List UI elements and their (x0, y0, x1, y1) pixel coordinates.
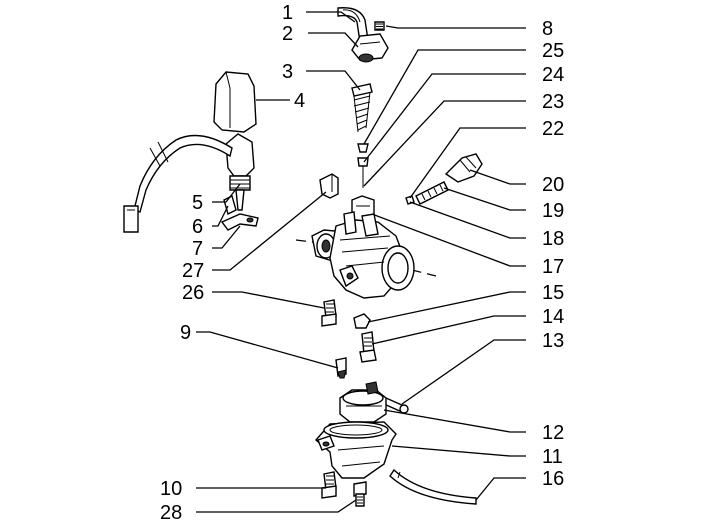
part-choke-cap-4 (213, 71, 257, 133)
callout-3: 3 (282, 61, 293, 83)
callout-28: 28 (160, 502, 182, 524)
leader-7 (212, 225, 241, 249)
part-pin-13 (383, 397, 409, 414)
leader-18 (409, 201, 526, 239)
callout-5: 5 (192, 192, 203, 214)
callout-27: 27 (182, 260, 204, 282)
part-spring-3 (351, 83, 373, 133)
callout-1: 1 (282, 2, 293, 24)
callout-15: 15 (542, 282, 564, 304)
part-choke-body-5 (225, 133, 255, 211)
callout-26: 26 (182, 282, 204, 304)
part-fitting-27 (319, 173, 339, 199)
callout-4: 4 (294, 90, 305, 112)
leader-8 (385, 25, 526, 29)
leader-16 (475, 477, 526, 501)
part-choke-cable (123, 134, 233, 233)
callout-11: 11 (542, 446, 563, 468)
leader-13 (401, 339, 526, 405)
part-screw-10 (321, 471, 337, 499)
leader-26 (212, 291, 325, 309)
leader-6 (212, 205, 229, 227)
leader-15 (367, 291, 526, 323)
leader-22 (409, 127, 526, 199)
leader-25 (363, 49, 526, 145)
leader-5 (212, 183, 241, 203)
part-cap-2 (351, 33, 389, 63)
callout-8: 8 (542, 18, 553, 40)
part-bowl-11 (315, 421, 397, 479)
callout-labels: 1 2 3 4 5 6 7 27 26 9 10 28 8 25 24 23 2… (160, 2, 564, 524)
callout-16: 16 (542, 468, 564, 490)
leader-9 (196, 331, 339, 369)
part-jet-15 (353, 313, 371, 329)
callout-12: 12 (542, 422, 564, 444)
part-float-12 (339, 381, 387, 423)
leader-lines (196, 11, 526, 513)
callout-10: 10 (160, 478, 182, 500)
callout-24: 24 (542, 64, 564, 86)
leader-12 (383, 409, 526, 433)
leader-27 (212, 191, 327, 271)
part-hose-16 (389, 468, 477, 505)
leader-19 (443, 187, 526, 211)
callout-13: 13 (542, 330, 564, 352)
part-needle-clip (357, 143, 369, 188)
leader-1 (306, 11, 356, 23)
callout-17: 17 (542, 256, 564, 278)
part-needle-valve-9 (335, 357, 347, 379)
callout-18: 18 (542, 228, 564, 250)
part-screw-28 (353, 481, 367, 507)
callout-20: 20 (542, 174, 564, 196)
part-carburetor-body (295, 211, 437, 299)
callout-25: 25 (542, 40, 564, 62)
leader-23 (363, 100, 526, 187)
leader-28 (196, 499, 357, 513)
leader-20 (469, 169, 526, 185)
part-bracket-7 (220, 213, 259, 231)
callout-14: 14 (542, 306, 564, 328)
part-jet-holder-14 (359, 331, 377, 363)
leader-2 (308, 32, 359, 48)
callout-2: 2 (282, 23, 293, 45)
leader-14 (371, 315, 526, 345)
callout-9: 9 (180, 322, 191, 344)
leader-24 (363, 73, 526, 163)
leader-3 (306, 70, 361, 91)
callout-7: 7 (192, 238, 203, 260)
part-mixture-screw (405, 153, 483, 205)
callout-23: 23 (542, 91, 564, 113)
leader-11 (391, 445, 526, 457)
part-screw-8 (374, 21, 385, 31)
callout-22: 22 (542, 118, 564, 140)
callout-19: 19 (542, 200, 564, 222)
callout-6: 6 (192, 216, 203, 238)
part-screw-26 (321, 299, 337, 327)
leader-17 (371, 213, 526, 267)
